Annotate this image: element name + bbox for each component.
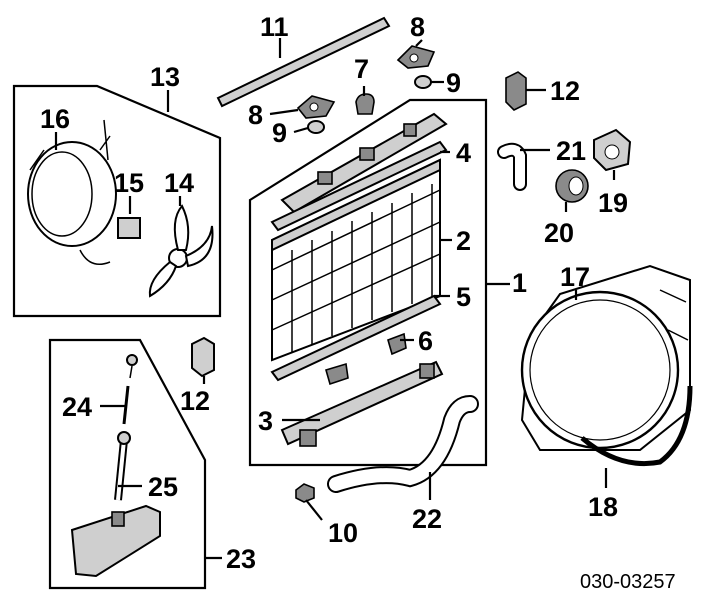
- callout-24: 24: [62, 392, 92, 422]
- leader-9b: [293, 126, 309, 134]
- callout-8-upper: 8: [410, 12, 425, 42]
- callout-17: 17: [560, 262, 590, 292]
- callout-21: 21: [556, 136, 586, 166]
- callout-6: 6: [418, 326, 433, 356]
- callout-23: 23: [226, 544, 256, 574]
- drain-plug-part-6: [325, 332, 407, 386]
- bracket-part-12-upper: [505, 71, 527, 111]
- reservoir-hose-part-25: [114, 431, 131, 501]
- callout-12-upper: 12: [550, 76, 580, 106]
- leader-8a: [415, 39, 423, 47]
- group-1-frame: [248, 98, 488, 467]
- group-23-frame: [48, 338, 207, 590]
- callout-25: 25: [148, 472, 178, 502]
- callout-14: 14: [164, 168, 194, 198]
- fan-shroud-part-16: [27, 119, 117, 247]
- reservoir-tank-part-23: [70, 504, 161, 578]
- callout-22: 22: [412, 504, 442, 534]
- callout-4: 4: [456, 138, 471, 168]
- callout-16: 16: [40, 104, 70, 134]
- callout-9-lower: 9: [272, 118, 287, 148]
- leader-10: [305, 499, 323, 521]
- hose-part-21: [497, 142, 527, 191]
- drawing-code: 030-03257: [580, 571, 676, 593]
- callout-11: 11: [260, 12, 289, 42]
- callout-15: 15: [114, 168, 144, 198]
- callout-2: 2: [456, 226, 471, 256]
- clip-part-8-upper: [396, 45, 436, 69]
- callout-18: 18: [588, 492, 618, 522]
- seal-part-18: [580, 385, 693, 467]
- fan-blade-part-14: [148, 204, 214, 298]
- callout-13: 13: [150, 62, 180, 92]
- bushing-part-9-upper: [414, 75, 432, 89]
- lower-tank-part-3: [280, 360, 444, 447]
- callout-12-lower: 12: [180, 386, 210, 416]
- lower-strip-part-5: [270, 294, 442, 382]
- cap-part-19: [593, 128, 632, 172]
- bushing-part-9-lower: [307, 120, 325, 134]
- hose-part-22: [327, 395, 479, 493]
- leader-8b: [269, 108, 299, 116]
- callout-19: 19: [598, 188, 628, 218]
- radiator-core-part-2: [271, 158, 441, 362]
- group-13-frame: [12, 84, 222, 318]
- reservoir-cap-part-24: [122, 354, 138, 425]
- clip-part-8-lower: [296, 95, 336, 119]
- callout-10: 10: [328, 518, 358, 548]
- upper-tank-part-4: [270, 112, 448, 232]
- fan-shroud-part-17: [520, 264, 691, 451]
- callout-20: 20: [544, 218, 574, 248]
- callout-9-upper: 9: [446, 68, 461, 98]
- callout-8-lower: 8: [248, 100, 263, 130]
- callout-5: 5: [456, 282, 471, 312]
- motor-part-15: [79, 217, 141, 265]
- bracket-part-12-lower: [191, 336, 215, 378]
- cushion-part-7: [355, 93, 375, 115]
- callout-7: 7: [354, 54, 369, 84]
- grommet-part-20: [555, 169, 589, 203]
- bolt-part-10: [295, 483, 315, 503]
- strip-part-11: [216, 16, 391, 108]
- callout-3: 3: [258, 406, 273, 436]
- callout-1: 1: [512, 268, 527, 298]
